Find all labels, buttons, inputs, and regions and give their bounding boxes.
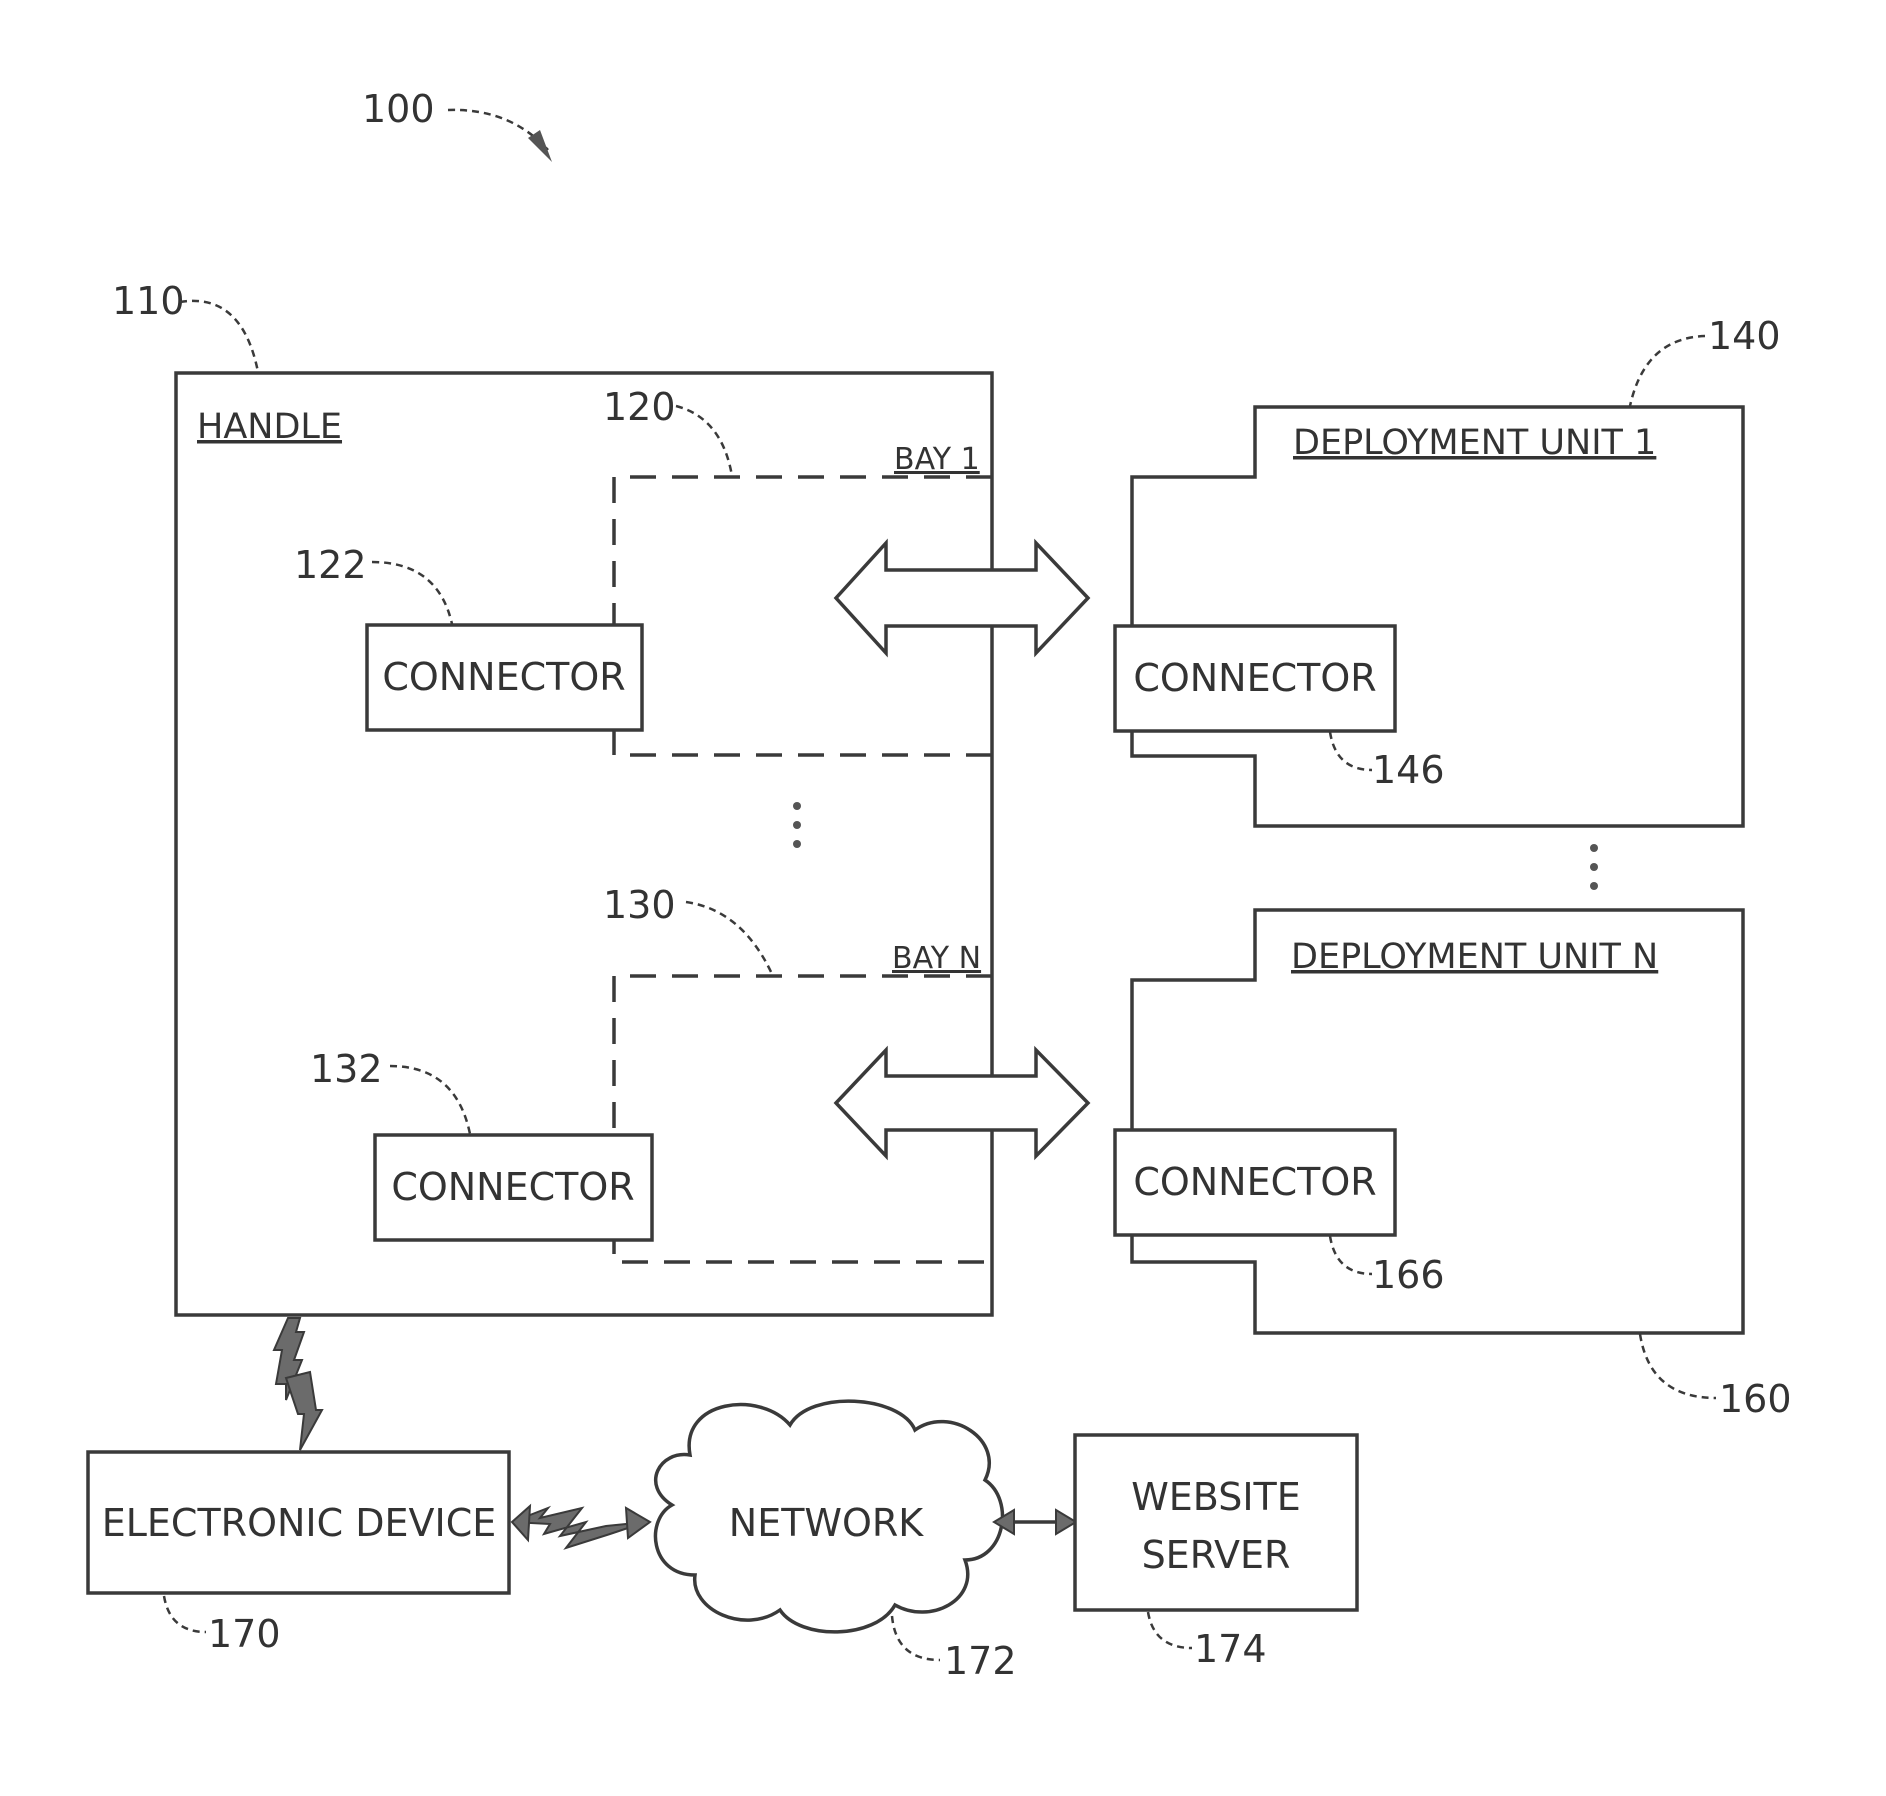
deployment-unit-1: DEPLOYMENT UNIT 1 140 CONNECTOR 146 — [1115, 314, 1781, 826]
website-server-ref-leader — [1148, 1612, 1192, 1648]
connector-132-ref-label: 132 — [310, 1047, 383, 1091]
network-ref-label: 172 — [944, 1639, 1017, 1683]
network-ref-leader — [892, 1616, 940, 1660]
connector-132-label: CONNECTOR — [391, 1165, 634, 1209]
website-server-label-line2: SERVER — [1142, 1533, 1291, 1577]
figure-ref-label: 100 — [362, 87, 435, 131]
connector-122-label: CONNECTOR — [382, 655, 625, 699]
bay-ellipsis-dot — [793, 840, 801, 848]
network-label: NETWORK — [729, 1501, 925, 1545]
connector-146-label: CONNECTOR — [1133, 656, 1376, 700]
electronic-device-block: ELECTRONIC DEVICE 170 — [88, 1452, 509, 1656]
electronic-device-ref-label: 170 — [208, 1612, 281, 1656]
network-cloud: NETWORK 172 — [655, 1401, 1016, 1683]
unit-ellipsis-dot — [1590, 882, 1598, 890]
handle-ref-label: 110 — [112, 279, 185, 323]
deployment-unit-1-title: DEPLOYMENT UNIT 1 — [1293, 423, 1656, 463]
wireless-link-handle-device — [274, 1318, 322, 1450]
bay-1-ref-label: 120 — [603, 385, 676, 429]
bay-ellipsis-dot — [793, 802, 801, 810]
deployment-unit-n-ref-label: 160 — [1719, 1377, 1792, 1421]
handle-ref-leader — [180, 301, 258, 372]
connector-166-label: CONNECTOR — [1133, 1160, 1376, 1204]
electronic-device-ref-leader — [164, 1596, 206, 1632]
unit-ellipsis-dot — [1590, 863, 1598, 871]
handle-title: HANDLE — [197, 407, 342, 447]
network-server-link-head-right — [1056, 1510, 1076, 1534]
wireless-link-device-network — [512, 1506, 650, 1548]
network-server-link — [994, 1510, 1076, 1534]
website-server-ref-label: 174 — [1194, 1627, 1267, 1671]
deployment-unit-1-ref-label: 140 — [1708, 314, 1781, 358]
bay-n-label: BAY N — [892, 941, 981, 976]
website-server-block: WEBSITE SERVER 174 — [1075, 1435, 1357, 1671]
electronic-device-label: ELECTRONIC DEVICE — [102, 1501, 497, 1545]
bay-n-ref-label: 130 — [603, 883, 676, 927]
wireless-link-lower — [286, 1372, 322, 1450]
deployment-unit-n-ref-leader — [1640, 1334, 1716, 1398]
website-server-label-line1: WEBSITE — [1131, 1475, 1301, 1519]
deployment-unit-1-ref-leader — [1630, 336, 1705, 406]
deployment-unit-n-title: DEPLOYMENT UNIT N — [1291, 937, 1658, 977]
bay-ellipsis-dot — [793, 821, 801, 829]
deployment-unit-n: DEPLOYMENT UNIT N 160 CONNECTOR 166 — [1115, 910, 1792, 1421]
figure-reference: 100 — [362, 87, 552, 162]
connector-166-ref-label: 166 — [1372, 1253, 1445, 1297]
connector-146-ref-label: 146 — [1372, 748, 1445, 792]
unit-ellipsis — [1590, 844, 1598, 890]
unit-ellipsis-dot — [1590, 844, 1598, 852]
connector-122-ref-label: 122 — [294, 543, 367, 587]
figure-ref-leader — [448, 110, 548, 150]
website-server-box — [1075, 1435, 1357, 1610]
wireless-link-device-network-head-right — [626, 1508, 650, 1538]
bay-1-label: BAY 1 — [894, 442, 980, 477]
wireless-link-device-network-head-left — [512, 1506, 530, 1540]
